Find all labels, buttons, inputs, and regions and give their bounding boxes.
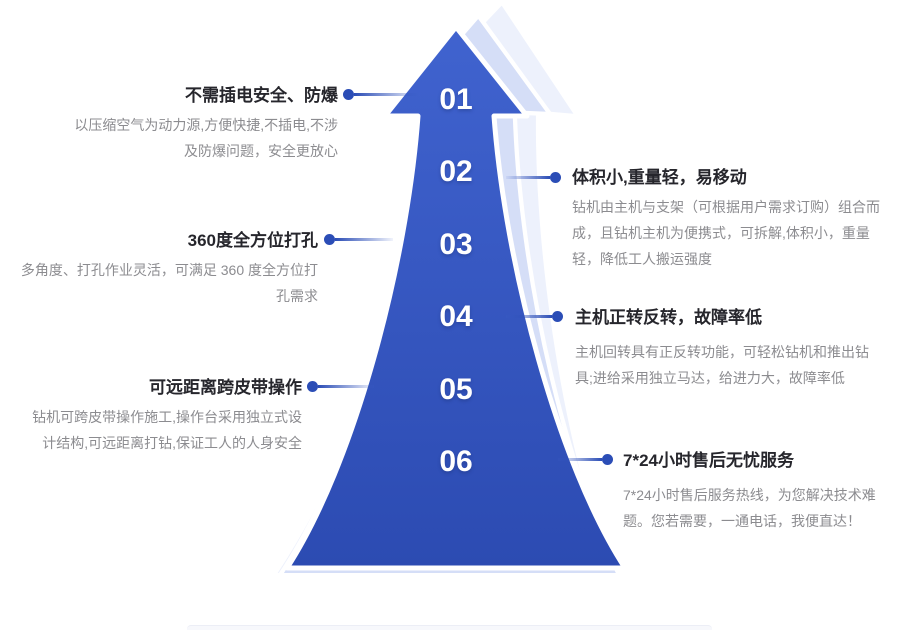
- feature-title: 主机正转反转，故障率低: [575, 308, 762, 327]
- feature-description: 多角度、打孔作业灵活，可满足 360 度全方位打 孔需求: [20, 262, 318, 304]
- connector-dot-icon: [307, 381, 318, 392]
- feature-title: 不需插电安全、防爆: [185, 86, 338, 105]
- connector-line: [558, 458, 602, 461]
- connector-dot-icon: [550, 172, 561, 183]
- connector-line: [318, 385, 374, 388]
- step-number-5: 05: [439, 373, 473, 406]
- feature-block-5: 可远距离跨皮带操作 钻机可跨皮带操作施工,操作台采用独立式设 计结构,可远距离打…: [32, 376, 302, 456]
- connector-line: [506, 176, 550, 179]
- feature-title: 体积小,重量轻，易移动: [572, 168, 747, 187]
- connector-6: [558, 454, 613, 465]
- feature-block-6: 7*24小时售后无忧服务 7*24小时售后服务热线，为您解决技术难 题。您若需要…: [623, 449, 893, 534]
- connector-3: [324, 234, 393, 245]
- feature-description: 7*24小时售后服务热线，为您解决技术难 题。您若需要，一通电话，我便直达！: [623, 487, 876, 529]
- feature-block-1: 不需插电安全、防爆 以压缩空气为动力源,方便快捷,不插电,不涉 及防爆问题，安全…: [74, 84, 338, 164]
- feature-block-2: 体积小,重量轻，易移动 钻机由主机与支架（可根据用户需求订购）组合而 成，且钻机…: [572, 166, 896, 272]
- connector-line: [354, 93, 420, 96]
- feature-title: 360度全方位打孔: [187, 231, 318, 250]
- next-section-card-edge: [187, 625, 712, 630]
- connector-dot-icon: [324, 234, 335, 245]
- feature-block-3: 360度全方位打孔 多角度、打孔作业灵活，可满足 360 度全方位打 孔需求: [21, 229, 318, 309]
- connector-line: [506, 315, 552, 318]
- feature-description: 钻机可跨皮带操作施工,操作台采用独立式设 计结构,可远距离打钻,保证工人的人身安…: [32, 409, 302, 451]
- step-number-4: 04: [439, 300, 473, 333]
- connector-dot-icon: [343, 89, 354, 100]
- connector-2: [506, 172, 561, 183]
- feature-title: 7*24小时售后无忧服务: [623, 451, 794, 470]
- step-number-6: 06: [439, 445, 473, 478]
- step-number-3: 03: [439, 228, 473, 261]
- connector-5: [307, 381, 374, 392]
- connector-4: [506, 311, 563, 322]
- step-number-1: 01: [439, 83, 473, 116]
- feature-description: 主机回转具有正反转功能，可轻松钻机和推出钻 具;进给采用独立马达，给进力大，故障…: [575, 344, 869, 386]
- connector-line: [335, 238, 393, 241]
- connector-dot-icon: [602, 454, 613, 465]
- arrow-body-icon: [284, 24, 628, 571]
- feature-title: 可远距离跨皮带操作: [149, 378, 302, 397]
- feature-description: 以压缩空气为动力源,方便快捷,不插电,不涉 及防爆问题，安全更放心: [74, 117, 338, 159]
- step-number-2: 02: [439, 155, 473, 188]
- connector-dot-icon: [552, 311, 563, 322]
- feature-description: 钻机由主机与支架（可根据用户需求订购）组合而 成，且钻机主机为便携式，可拆解,体…: [572, 199, 880, 267]
- connector-1: [343, 89, 420, 100]
- feature-block-4: 主机正转反转，故障率低 主机回转具有正反转功能，可轻松钻机和推出钻 具;进给采用…: [575, 306, 898, 391]
